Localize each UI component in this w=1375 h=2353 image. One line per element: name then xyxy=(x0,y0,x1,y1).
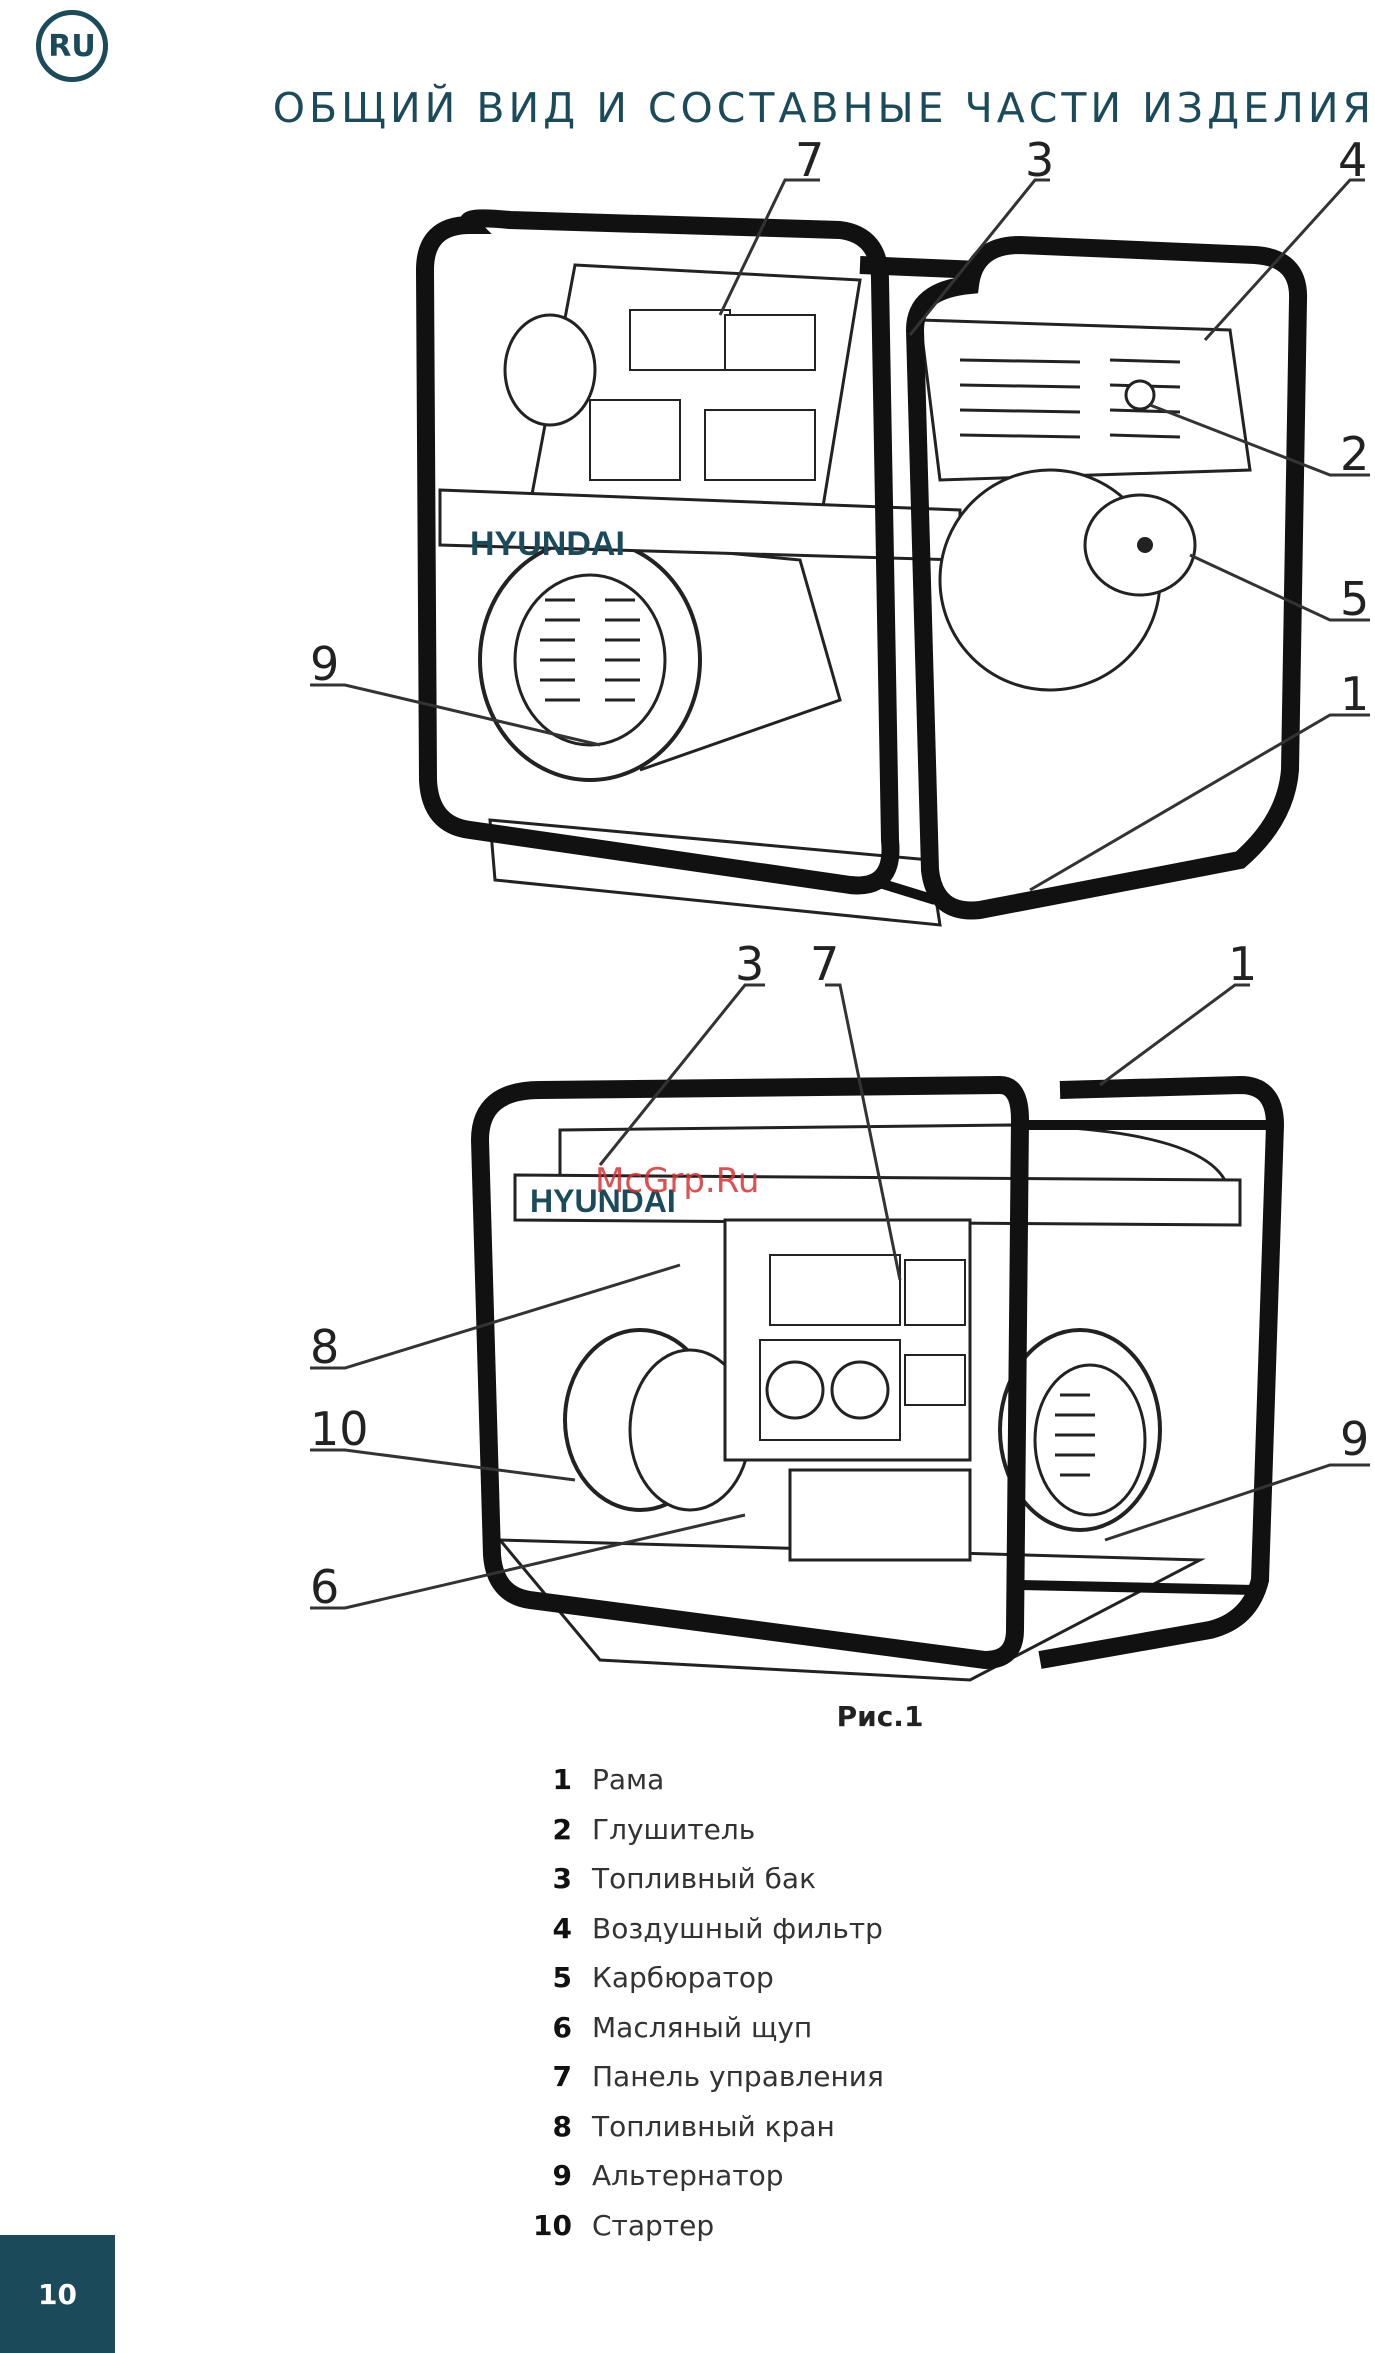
top-brand-logo: HYUNDAI xyxy=(470,525,625,563)
legend-label: Глушитель xyxy=(592,1813,755,1846)
legend-item: 5 Карбюратор xyxy=(520,1953,1120,2003)
bottom-callout-10: 10 xyxy=(310,1402,369,1456)
top-generator-illustration: HYUNDAI xyxy=(425,218,1298,925)
top-callout-1: 1 xyxy=(1340,667,1369,721)
legend-number: 5 xyxy=(520,1961,572,1994)
legend-item: 2 Глушитель xyxy=(520,1805,1120,1855)
legend-number: 2 xyxy=(520,1813,572,1846)
top-callout-5: 5 xyxy=(1340,572,1369,626)
legend-label: Карбюратор xyxy=(592,1961,774,1994)
watermark: McGrp.Ru xyxy=(595,1161,759,1201)
legend-item: 3 Топливный бак xyxy=(520,1854,1120,1904)
legend-item: 9 Альтернатор xyxy=(520,2151,1120,2201)
top-callout-4: 4 xyxy=(1338,133,1367,187)
top-callout-3: 3 xyxy=(1025,133,1054,187)
legend-number: 9 xyxy=(520,2159,572,2192)
figure-caption: Рис.1 xyxy=(0,1700,1375,1733)
legend-number: 7 xyxy=(520,2060,572,2093)
legend-label: Воздушный фильтр xyxy=(592,1912,883,1945)
legend-number: 4 xyxy=(520,1912,572,1945)
legend-label: Рама xyxy=(592,1763,664,1796)
legend-number: 6 xyxy=(520,2011,572,2044)
legend-item: 6 Масляный щуп xyxy=(520,2003,1120,2053)
bottom-callout-7: 7 xyxy=(810,937,839,991)
parts-legend: 1 Рама 2 Глушитель 3 Топливный бак 4 Воздушн… xyxy=(520,1755,1120,2250)
legend-item: 1 Рама xyxy=(520,1755,1120,1805)
bottom-callout-3: 3 xyxy=(735,937,764,991)
bottom-callout-6: 6 xyxy=(310,1560,339,1614)
legend-item: 4 Воздушный фильтр xyxy=(520,1904,1120,1954)
legend-number: 3 xyxy=(520,1862,572,1895)
legend-item: 10 Стартер xyxy=(520,2201,1120,2251)
legend-number: 10 xyxy=(520,2209,572,2242)
top-callout-2: 2 xyxy=(1340,427,1369,481)
bottom-callout-9: 9 xyxy=(1340,1412,1369,1466)
legend-label: Альтернатор xyxy=(592,2159,784,2192)
top-callout-9: 9 xyxy=(310,637,339,691)
bottom-callout-8: 8 xyxy=(310,1320,339,1374)
legend-label: Топливный бак xyxy=(592,1862,816,1895)
page-number: 10 xyxy=(0,2235,115,2353)
legend-label: Масляный щуп xyxy=(592,2011,812,2044)
bottom-callout-1: 1 xyxy=(1228,937,1257,991)
legend-label: Топливный кран xyxy=(592,2110,835,2143)
legend-item: 7 Панель управления xyxy=(520,2052,1120,2102)
legend-label: Стартер xyxy=(592,2209,714,2242)
generator-figure: HYUNDAI 7 3 4 2 5 1 9 xyxy=(0,0,1375,1690)
legend-label: Панель управления xyxy=(592,2060,884,2093)
legend-item: 8 Топливный кран xyxy=(520,2102,1120,2152)
legend-number: 8 xyxy=(520,2110,572,2143)
top-callout-7: 7 xyxy=(795,133,824,187)
legend-number: 1 xyxy=(520,1763,572,1796)
